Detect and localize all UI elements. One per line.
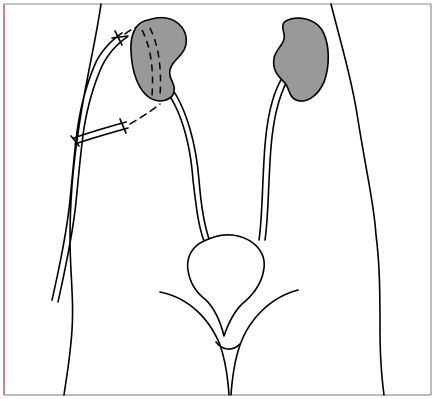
dashed-route-bottom (130, 104, 160, 124)
drain-tube-outer (52, 33, 122, 300)
drain-tube-inner (58, 37, 127, 302)
torso-right-outline (331, 4, 384, 395)
pelvis-left-line (160, 292, 229, 395)
left-kidney (131, 18, 186, 101)
right-kidney (274, 18, 329, 101)
right-ureter-inner (265, 79, 288, 240)
suture-mark-bottom (120, 119, 126, 133)
